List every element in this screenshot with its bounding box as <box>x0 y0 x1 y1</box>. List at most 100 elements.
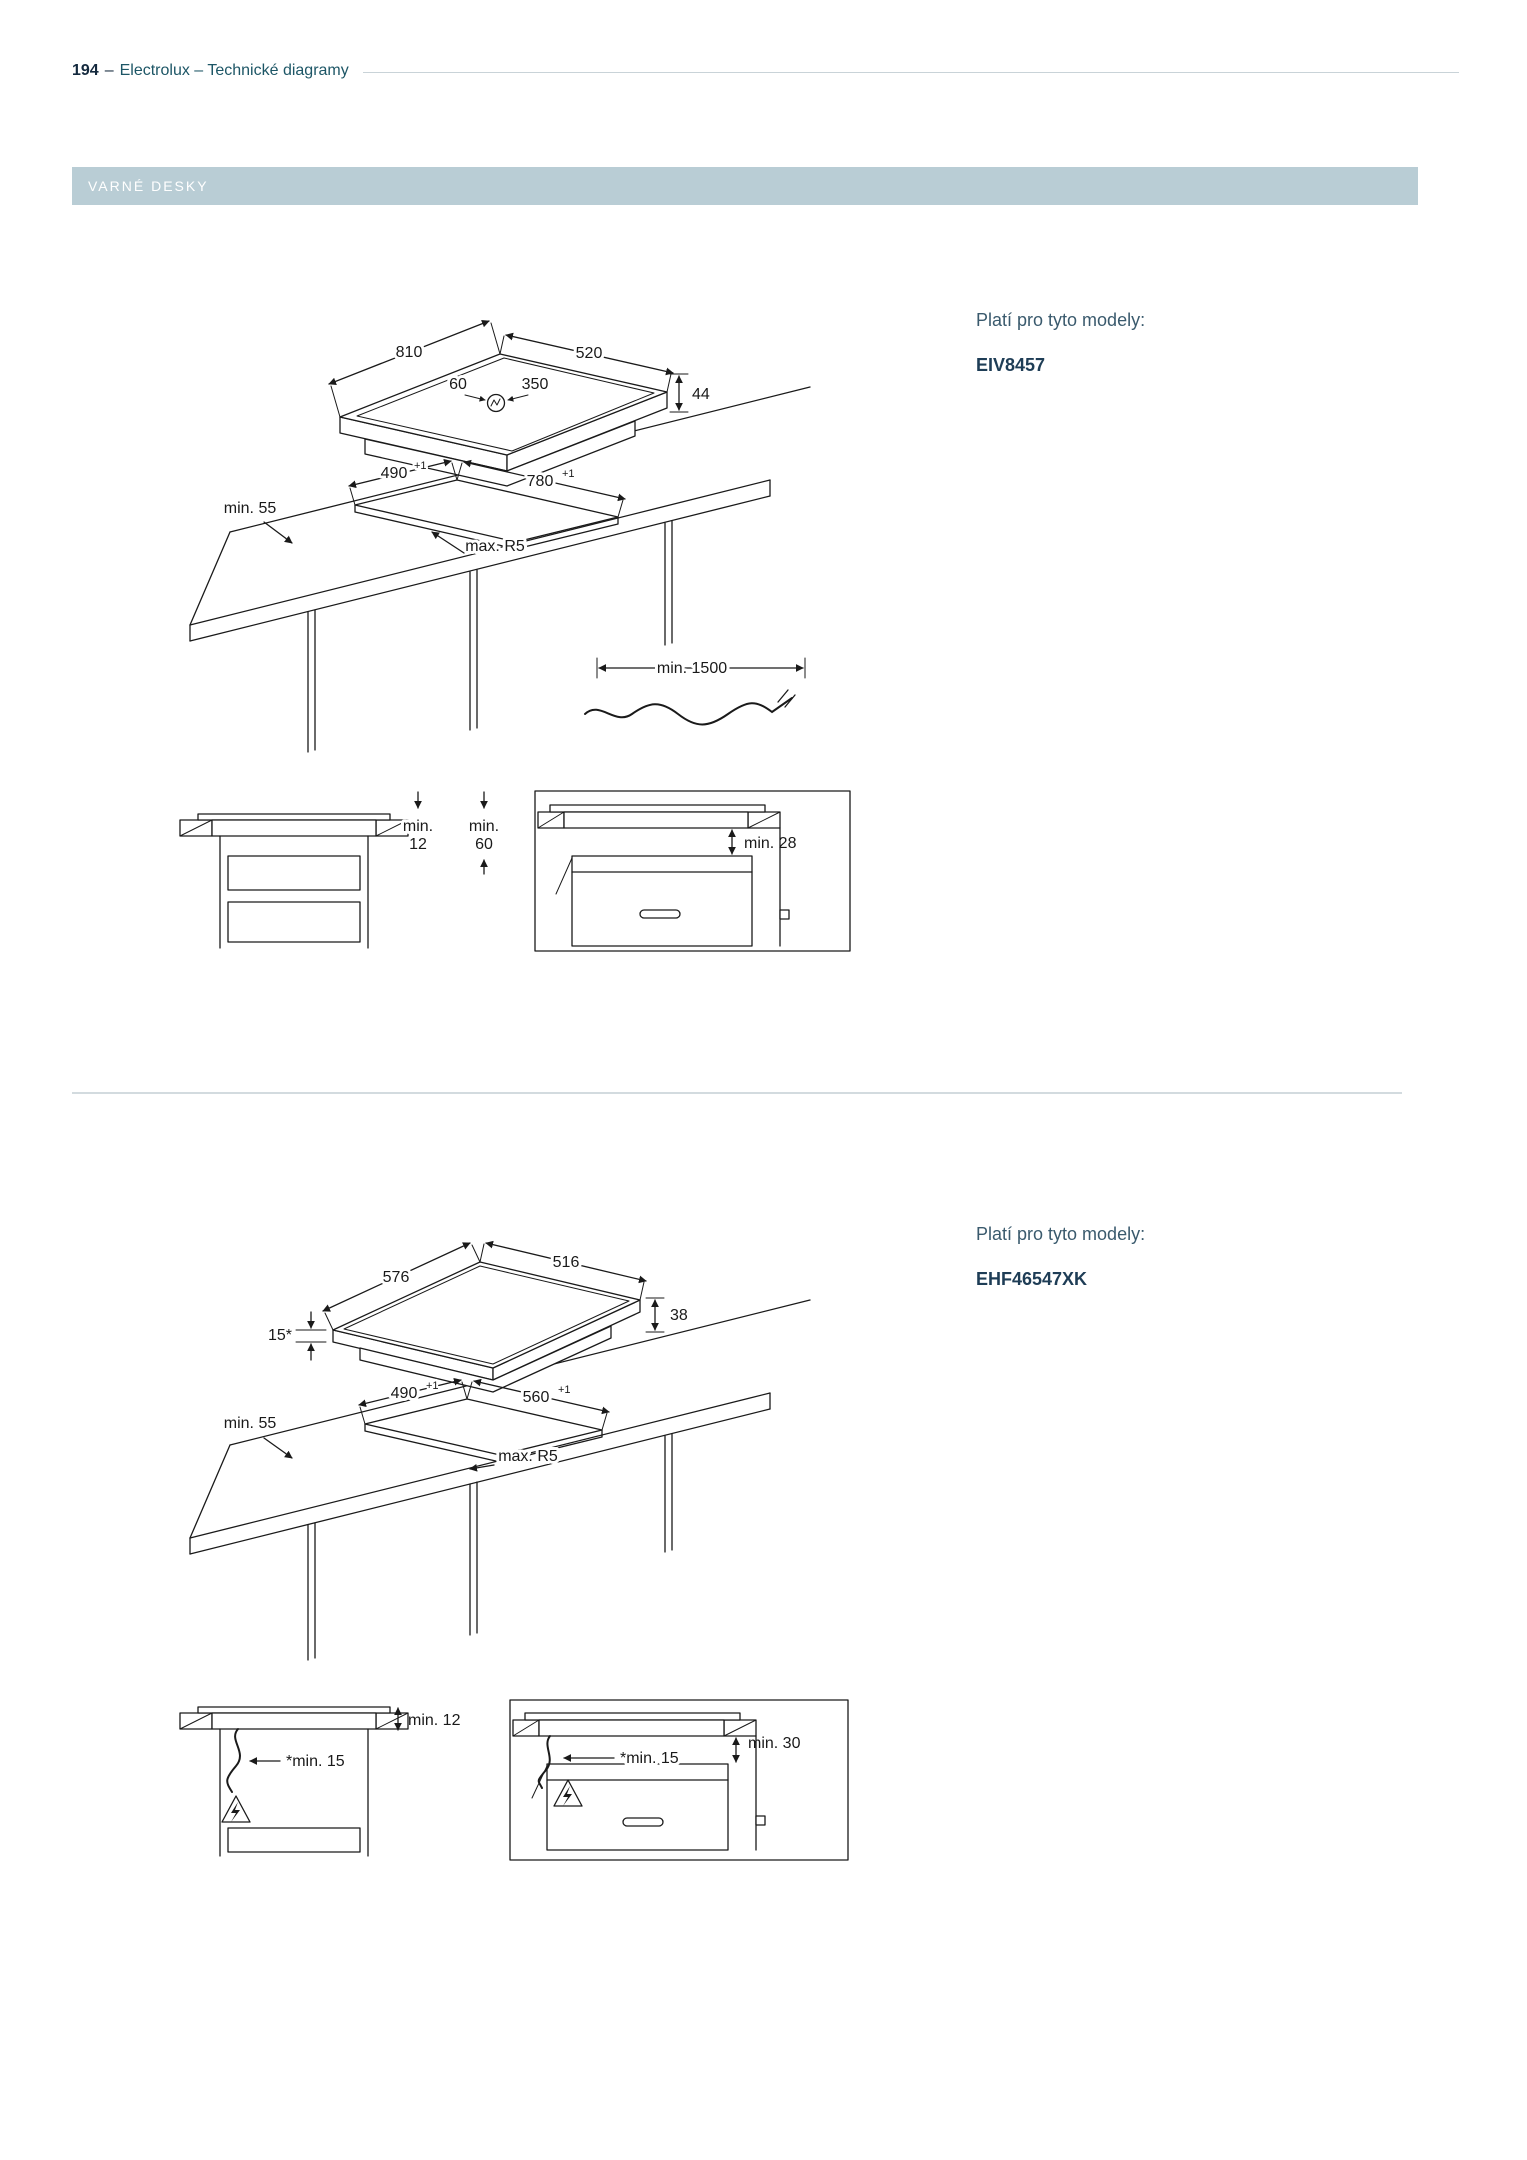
dim-516-label: 516 <box>553 1254 580 1271</box>
cabinet-knob <box>755 1815 766 1826</box>
model-list-block1: Platí pro tyto modely: EIV8457 <box>976 292 1336 394</box>
cabinet-legs <box>307 1433 673 1661</box>
page-header: 194 – Electrolux – Technické diagramy <box>72 62 1459 80</box>
model-list-block2: Platí pro tyto modely: EHF46547XK <box>976 1206 1336 1308</box>
installation-diagram-ehf46547xk: 576 516 38 15* 490 +1 560 +1 min. 55 max… <box>179 1240 849 1861</box>
cross-section-right: min. 30 *min. 15 <box>509 1699 849 1861</box>
dim-maxr5-label: max. R5 <box>498 1448 558 1465</box>
dim-60-label: 60 <box>449 376 467 393</box>
hob-body-profile <box>211 1712 377 1730</box>
page-header-dash: – <box>104 62 114 79</box>
power-cable <box>226 1728 241 1793</box>
hob-body-profile <box>538 1719 725 1737</box>
dim-490-tolerance: +1 <box>414 460 427 472</box>
dim-cutout-depth: 490 +1 <box>358 1377 468 1425</box>
dim-38-label: 38 <box>670 1307 688 1324</box>
cross-section-left: min. 12 min. 60 <box>179 791 502 949</box>
worktop-cutout <box>364 1398 603 1456</box>
cabinet-legs <box>307 520 673 753</box>
dim-hob-depth: 520 <box>499 332 674 393</box>
induction-coil-icon <box>486 393 506 413</box>
dim-min55-label: min. 55 <box>224 500 277 517</box>
electric-warning-icon <box>553 1779 583 1807</box>
dim-44-label: 44 <box>692 386 710 403</box>
section-title: VARNÉ DESKY <box>88 178 209 194</box>
gap-min15-label: *min. 15 <box>620 1750 679 1767</box>
applies-label: Platí pro tyto modely: <box>976 1224 1146 1244</box>
dim-hob-width: 576 <box>322 1242 481 1331</box>
model-name: EIV8457 <box>976 355 1046 375</box>
block-divider <box>72 1092 1402 1094</box>
dim-cable-length: min. 1500 <box>584 657 806 726</box>
dim-hob-depth: 516 <box>479 1240 647 1301</box>
dim-zone: 60 350 <box>446 373 551 402</box>
dim-side-clearance: min. 55 <box>221 1412 293 1459</box>
dim-frame-height: 15* <box>265 1311 327 1361</box>
model-name: EHF46547XK <box>976 1269 1088 1289</box>
dim-side-clearance: min. 55 <box>221 497 293 544</box>
gap-12-label: 12 <box>409 836 427 853</box>
oven-handle <box>639 909 681 919</box>
hob-body-profile <box>563 811 749 829</box>
gap-60-label: 60 <box>475 836 493 853</box>
hob-isometric <box>339 353 668 487</box>
dim-560-tolerance: +1 <box>558 1384 571 1396</box>
dim-corner-radius: max. R5 <box>431 531 528 558</box>
worktop-isometric <box>189 386 811 753</box>
hob-glass-profile <box>197 813 391 821</box>
installation-diagram-eiv8457: 810 520 60 350 44 490 +1 780 +1 min. 55 … <box>179 319 851 952</box>
dim-490-label: 490 <box>391 1385 418 1402</box>
worktop-cutout <box>354 479 619 543</box>
cross-section-right: min. 28 <box>534 790 851 952</box>
cross-section-left: min. 12 *min. 15 <box>179 1706 461 1857</box>
dim-maxr5-label: max. R5 <box>465 538 525 555</box>
section-frame <box>509 1699 849 1861</box>
dim-490-tolerance: +1 <box>426 1380 439 1392</box>
dim-350-label: 350 <box>522 376 549 393</box>
dim-hob-width: 810 <box>328 319 501 418</box>
oven-profile <box>546 1763 729 1851</box>
header-rule <box>362 71 1459 73</box>
dim-780-label: 780 <box>527 473 554 490</box>
power-cable <box>537 1735 551 1789</box>
dim-corner-radius: max. R5 <box>469 1445 561 1472</box>
gap-min28-label: min. 28 <box>744 835 797 852</box>
hob-isometric <box>332 1261 641 1393</box>
oven-handle <box>622 1817 664 1827</box>
dim-cutout-depth: 490 +1 <box>348 458 458 506</box>
electric-warning-icon <box>221 1795 251 1823</box>
drawer-front <box>227 855 361 891</box>
power-cable-wave <box>584 697 793 726</box>
gap-min15-label: *min. 15 <box>286 1753 345 1770</box>
gap-min12-label: min. 12 <box>408 1712 461 1729</box>
dim-hob-height: 38 <box>645 1297 688 1333</box>
dim-576-label: 576 <box>383 1269 410 1286</box>
dim-520-label: 520 <box>576 345 603 362</box>
section-frame <box>534 790 851 952</box>
dim-810-label: 810 <box>396 344 423 361</box>
section-bar: VARNÉ DESKY <box>72 167 1418 205</box>
page-number: 194 <box>72 62 99 79</box>
applies-label: Platí pro tyto modely: <box>976 310 1146 330</box>
gap-min-label: min. <box>403 818 433 835</box>
cabinet-knob <box>779 909 790 920</box>
drawer-front <box>227 901 361 943</box>
gap-min-label: min. <box>469 818 499 835</box>
hob-glass-profile <box>197 1706 391 1714</box>
dim-hob-height: 44 <box>669 373 710 413</box>
dim-15-label: 15* <box>268 1327 292 1344</box>
dim-560-label: 560 <box>523 1389 550 1406</box>
dim-780-tolerance: +1 <box>562 468 575 480</box>
dim-490-label: 490 <box>381 465 408 482</box>
dim-cutout-width: 560 +1 <box>466 1378 610 1431</box>
dim-min1500-label: min. 1500 <box>657 660 727 677</box>
plinth-panel <box>227 1827 361 1853</box>
hob-body-profile <box>211 819 377 837</box>
hob-glass-profile <box>549 804 766 813</box>
page-header-title: Electrolux – Technické diagramy <box>119 62 349 79</box>
oven-profile <box>571 855 753 947</box>
hob-glass-profile <box>524 1712 741 1721</box>
dim-min55-label: min. 55 <box>224 1415 277 1432</box>
dim-cutout-width: 780 +1 <box>456 459 626 518</box>
